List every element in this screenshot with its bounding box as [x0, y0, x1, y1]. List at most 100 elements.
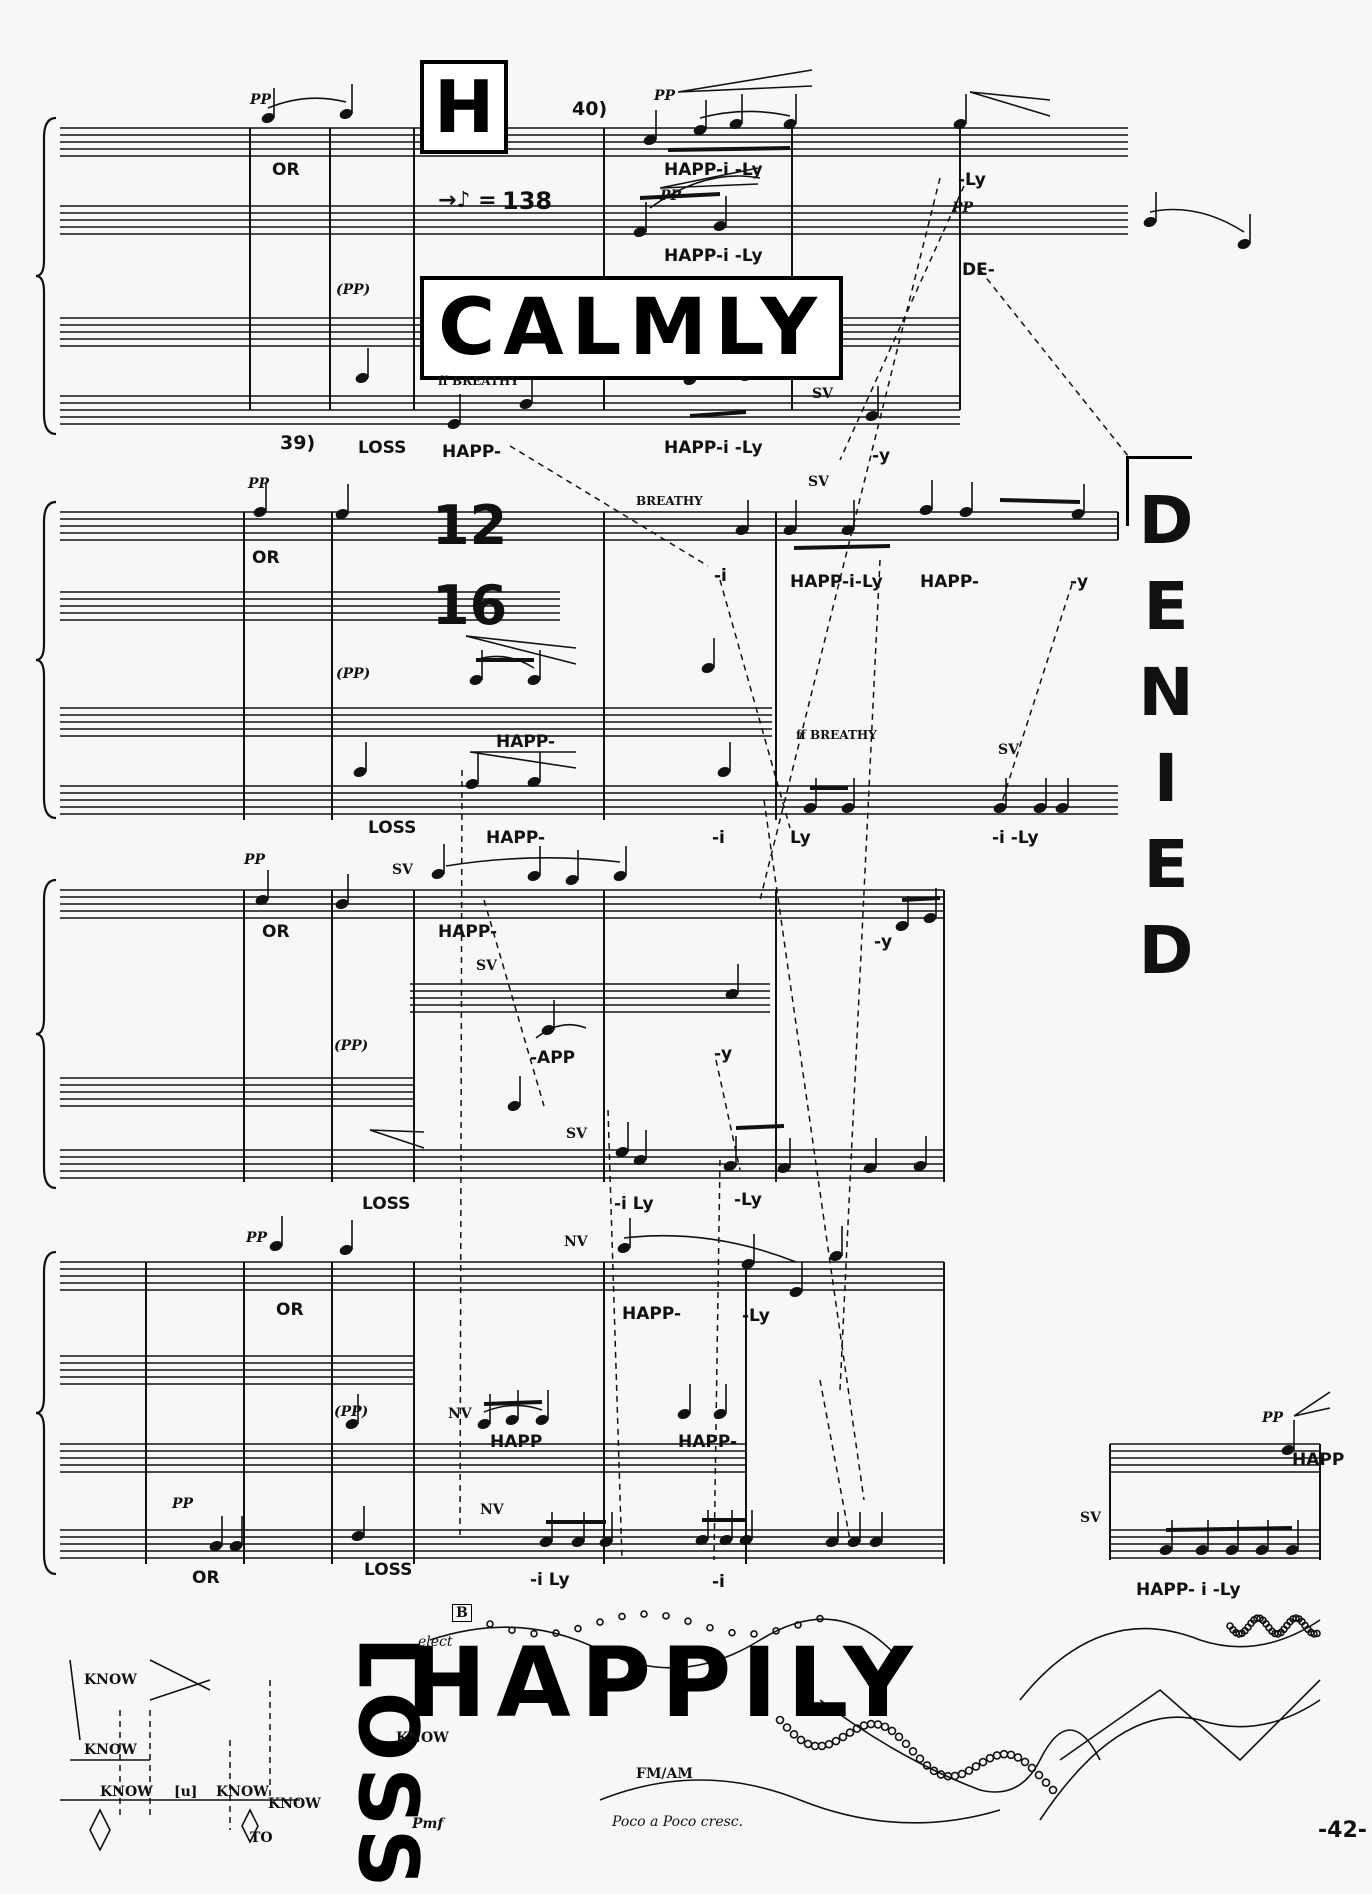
note-head — [717, 766, 731, 778]
note-head — [229, 1540, 243, 1552]
denied-letter: D — [1138, 912, 1194, 989]
dashed-connector — [459, 769, 463, 1541]
marking-sv: SV — [998, 742, 1019, 758]
marking-elect: elect — [418, 1634, 453, 1650]
marking-sv: SV — [808, 474, 829, 490]
note-head — [351, 1530, 365, 1542]
dynamic: (PP) — [334, 1038, 369, 1054]
graphic-bead — [803, 1739, 813, 1749]
lyric: HAPP- — [486, 828, 546, 848]
graphic-bead — [775, 1715, 785, 1725]
graphic-bead — [486, 1620, 494, 1628]
note-beam — [667, 146, 791, 152]
note-head — [353, 766, 367, 778]
system-brace — [35, 500, 57, 820]
note-head — [539, 1536, 553, 1548]
score-page: H →♪ = 138 CALMLY D E N I E D HAPPILY LO… — [35, 60, 1367, 1894]
graphic-bead — [782, 1723, 792, 1732]
note-head — [865, 410, 879, 422]
note-head — [335, 508, 349, 520]
note-head — [695, 1534, 709, 1546]
note-head — [613, 870, 627, 882]
note-head — [477, 1418, 491, 1430]
note-head — [339, 108, 353, 120]
graphic-bead — [1034, 1770, 1044, 1780]
marking-sv: SV — [392, 862, 413, 878]
note-head — [261, 112, 275, 124]
know-label: KNOW — [216, 1784, 269, 1800]
marking-poco: Poco a Poco cresc. — [612, 1814, 744, 1830]
hairpin — [659, 167, 759, 189]
dynamic: PP — [246, 1230, 268, 1246]
note-head — [617, 1242, 631, 1254]
note-head — [829, 1250, 843, 1262]
note-head — [869, 1536, 883, 1548]
note-head — [919, 504, 933, 516]
note-head — [643, 134, 657, 146]
dashed-connector — [979, 269, 1129, 457]
lyric: Ly — [790, 828, 811, 848]
denied-letter: E — [1143, 826, 1189, 903]
slur — [699, 110, 791, 119]
dynamic: PP — [660, 188, 682, 204]
note-head — [615, 1146, 629, 1158]
dashed-connector — [719, 579, 791, 829]
slur — [475, 655, 535, 669]
dynamic: PP — [250, 92, 272, 108]
note-head — [1143, 216, 1157, 228]
note-head — [719, 1534, 733, 1546]
graphic-vertical-dash — [119, 1680, 271, 1830]
lyric: LOSS — [368, 818, 417, 838]
lyric: HAPP- — [438, 922, 498, 942]
graphic-bead — [796, 1735, 806, 1745]
lyric: HAPP- — [622, 1304, 682, 1324]
lyric: HAPP- — [442, 442, 502, 462]
dashed-connector — [483, 899, 545, 1107]
measure-number: 40) — [572, 98, 608, 120]
note-beam — [483, 1400, 543, 1406]
graphic-bead — [1048, 1785, 1058, 1795]
lyric: HAPP-i -Ly — [664, 160, 763, 180]
graphic-bead — [964, 1766, 974, 1775]
graphic-bead — [530, 1629, 538, 1638]
note-head — [701, 662, 715, 674]
note-head — [345, 1418, 359, 1430]
marking-sv: SV — [476, 958, 497, 974]
lyric: OR — [276, 1300, 304, 1320]
hairpin — [369, 1129, 425, 1149]
note-head — [789, 1286, 803, 1298]
lyric: HAPP- i -Ly — [1136, 1580, 1241, 1600]
lyric: HAPP — [1292, 1450, 1345, 1470]
note-head — [1033, 802, 1047, 814]
note-head — [253, 506, 267, 518]
graphic-bead — [852, 1724, 862, 1733]
graphic-bead — [831, 1736, 841, 1746]
hairpin — [465, 635, 577, 665]
lyric: OR — [262, 922, 290, 942]
graphic-curve — [599, 1779, 1001, 1824]
note-beam — [793, 544, 891, 550]
graphic-bead — [1313, 1629, 1321, 1638]
note-head — [953, 118, 967, 130]
denied-letter: E — [1143, 568, 1189, 645]
denied-letter: D — [1138, 482, 1194, 559]
lyric: -y — [1070, 572, 1089, 592]
note-head — [527, 870, 541, 882]
marking-fm-am: FM/AM — [636, 1766, 693, 1782]
note-head — [255, 894, 269, 906]
note-head — [739, 1534, 753, 1546]
dashed-connector — [839, 559, 881, 1391]
dynamic: (PP) — [336, 666, 371, 682]
note-head — [741, 1258, 755, 1270]
lyric: -y — [872, 446, 891, 466]
note-head — [841, 802, 855, 814]
graphic-bead — [992, 1751, 1002, 1760]
dynamic: PP — [952, 200, 974, 216]
graphic-bead — [985, 1753, 995, 1763]
note-head — [633, 1154, 647, 1166]
lyric: HAPP- — [678, 1432, 738, 1452]
dynamic: PP — [172, 1496, 194, 1512]
note-head — [1225, 1544, 1239, 1556]
note-head — [1159, 1544, 1173, 1556]
dashed-connector — [999, 583, 1073, 809]
